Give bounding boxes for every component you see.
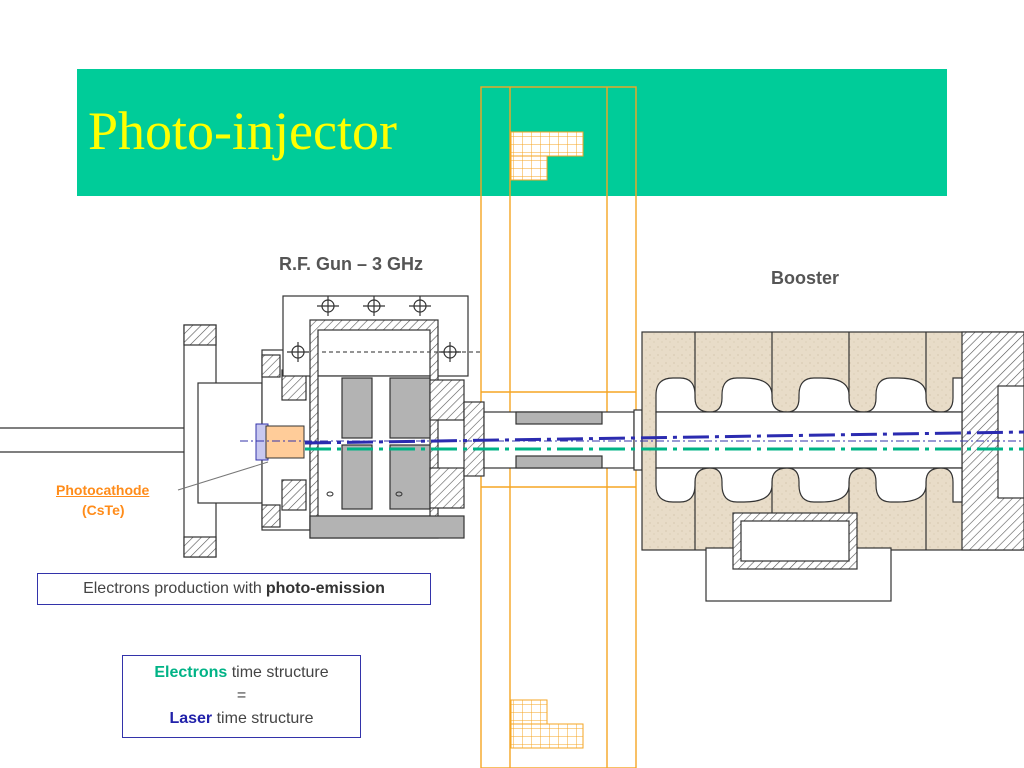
rf-gun-label: R.F. Gun – 3 GHz [279,254,424,274]
time-structure-1: time structure [231,664,329,681]
laser-beam-line [304,430,1024,445]
photo-emission-bold: photo-emission [265,580,385,597]
photocathode [177,423,305,491]
transfer-line [463,401,643,477]
laser-word: Laser [169,710,213,727]
equals-sign: = [236,687,247,704]
gun-ellipse-marks [326,491,403,497]
time-structure-note: Electrons time structure = Laser time st… [122,655,361,738]
booster-label: Booster [771,268,840,288]
waveguide-grid-bottom [510,699,584,749]
rf-gun-body [282,295,480,539]
photo-emission-prefix: Electrons production with [83,580,262,597]
photocathode-material-label: (CsTe) [82,502,125,518]
photo-emission-note: Electrons production with photo-emission [37,573,431,605]
time-structure-2: time structure [216,710,314,727]
booster-cells [655,377,963,503]
photocathode-label: Photocathode [56,482,150,498]
electrons-line: Electrons time structure [123,661,360,684]
waveguide-grid-top [510,131,584,181]
laser-line: Laser time structure [123,707,360,730]
slide-title: Photo-injector [88,101,397,161]
booster-coupler [705,512,892,602]
electrons-word: Electrons [154,664,228,681]
